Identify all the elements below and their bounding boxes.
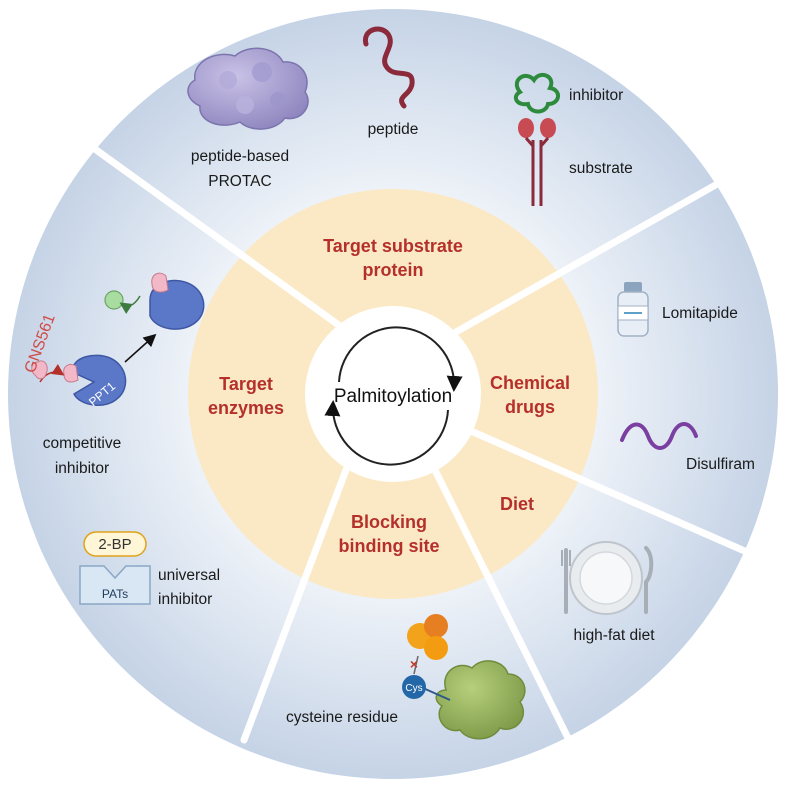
- receptor-icon: [513, 72, 560, 206]
- protein-blob-icon: [187, 47, 309, 130]
- inhibitor-label: inhibitor: [569, 87, 623, 104]
- chemical-drugs-line2: drugs: [505, 397, 555, 417]
- target-enzymes-line2: enzymes: [208, 398, 284, 418]
- diet-label: Diet: [500, 494, 534, 514]
- enzyme-icon: [31, 272, 205, 406]
- chemical-drugs-line1: Chemical: [490, 373, 570, 393]
- squiggle-icon: [620, 422, 698, 450]
- two-bp-label: 2-BP: [98, 536, 131, 553]
- universal-line1: universal: [158, 567, 220, 584]
- sector-dividers: [84, 140, 760, 746]
- lomitapide-label: Lomitapide: [662, 305, 738, 322]
- target-substrate-line2: protein: [363, 260, 424, 280]
- high-fat-diet-label: high-fat diet: [574, 627, 656, 644]
- pats-block-icon: [79, 565, 151, 605]
- universal-line2: inhibitor: [158, 591, 212, 608]
- svg-text:×: ×: [410, 656, 418, 672]
- target-substrate-line1: Target substrate: [323, 236, 463, 256]
- target-enzymes-line1: Target: [219, 374, 273, 394]
- peptide-chain-icon: [362, 26, 415, 109]
- blocking-line2: binding site: [339, 536, 440, 556]
- cysteine-label: cysteine residue: [286, 709, 398, 726]
- two-bp-pill: [83, 531, 147, 557]
- cys-badge: Cys: [405, 683, 422, 694]
- cycle-arrows: [324, 326, 463, 466]
- competitive-line2: inhibitor: [55, 460, 109, 477]
- plate-fork-knife-icon: [561, 541, 654, 615]
- pats-label: PATs: [102, 587, 128, 601]
- substrate-label: substrate: [569, 160, 633, 177]
- center-circle: [305, 306, 481, 482]
- cysteine-protein-icon: Cys ×: [402, 614, 526, 740]
- competitive-line1: competitive: [43, 435, 121, 452]
- disulfiram-label: Disulfiram: [686, 456, 755, 473]
- peptide-label: peptide: [368, 121, 419, 138]
- center-label: Palmitoylation: [334, 386, 452, 407]
- blocking-line1: Blocking: [351, 512, 427, 532]
- protac-line2: PROTAC: [208, 173, 271, 190]
- protac-line1: peptide-based: [191, 148, 289, 165]
- vial-icon: [617, 282, 649, 337]
